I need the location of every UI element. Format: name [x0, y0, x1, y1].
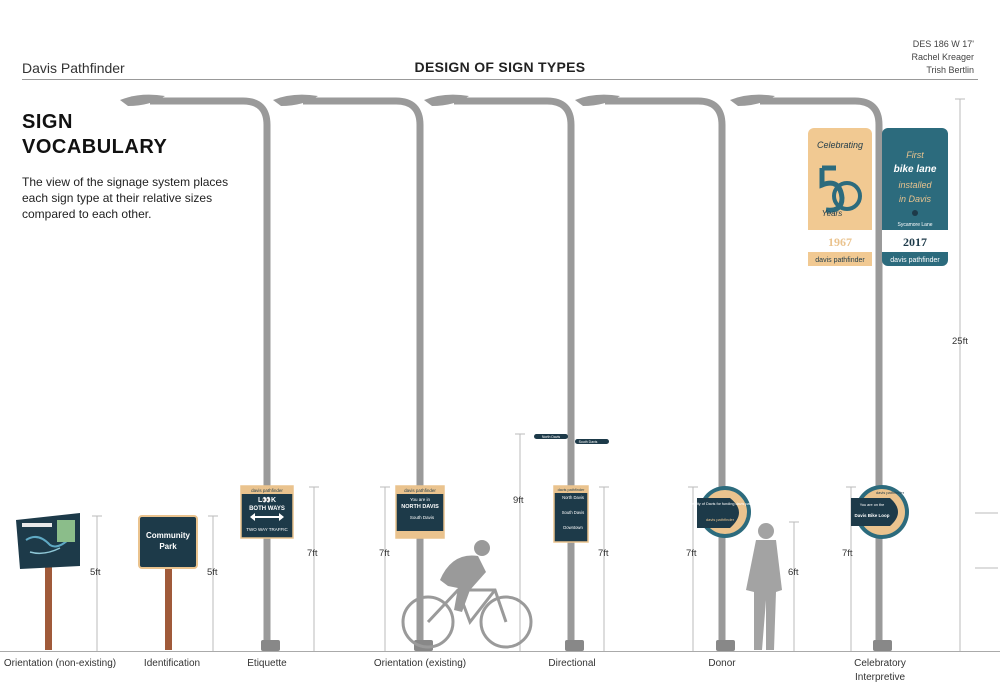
- sign-type-label: Donor: [708, 658, 736, 669]
- etiquette-sign-text: L👀K: [258, 496, 276, 504]
- header-divider: [22, 79, 978, 80]
- donor-sign: [697, 486, 751, 538]
- sign-brand: davis pathfinder: [706, 517, 735, 522]
- orientation-map-sign: [16, 513, 80, 569]
- banner-text: Years: [822, 209, 842, 218]
- street-lights: [150, 97, 883, 645]
- orientation-existing-sign: [395, 485, 445, 539]
- section-description: The view of the signage system places ea…: [22, 175, 229, 221]
- directional-sign-item: Downtown: [563, 525, 583, 530]
- sign-brand: davis pathfinder: [251, 488, 283, 493]
- lamp-head-icon: [730, 94, 775, 106]
- dimension-label: 7ft: [842, 548, 853, 559]
- sign-type-label: Orientation (non-existing): [3, 658, 117, 669]
- lamp-head-icon: [120, 94, 165, 106]
- etiquette-sign-text: TWO WAY TRAFFIC: [246, 527, 288, 532]
- sign-brand: davis pathfinder: [404, 488, 436, 493]
- person-icon: [746, 523, 782, 650]
- dimension-label: 7ft: [598, 548, 609, 559]
- identification-sign: [138, 515, 198, 569]
- course-code: DES 186 W 17': [912, 39, 974, 49]
- celebratory-sign-text: You are on the: [860, 503, 885, 507]
- identification-sign-text: Community: [146, 531, 191, 540]
- etiquette-sign: [240, 485, 294, 539]
- sign-brand: davis pathfinder: [558, 488, 586, 492]
- street-light-pole: [454, 97, 575, 645]
- credits: DES 186 W 17' Rachel Kreager Trish Bertl…: [911, 38, 974, 77]
- identification-sign-text: Park: [159, 542, 177, 551]
- banner-year: 2017: [903, 235, 927, 249]
- sign-type-label: Directional: [548, 658, 596, 669]
- ground-line: [0, 651, 1000, 652]
- celebratory-sign: [851, 485, 909, 539]
- author-name: Trish Bertlin: [926, 65, 974, 75]
- orientation-sign-text: South Davis: [410, 515, 435, 520]
- sign-post: [45, 562, 52, 650]
- dimension-label: 5ft: [207, 567, 218, 578]
- section-title-line: SIGN: [22, 111, 73, 133]
- sign-brand: davis pathfinder: [890, 257, 940, 264]
- sign-type-label: Interpretive: [854, 672, 906, 683]
- directional-sign: [553, 485, 589, 543]
- street-light-pole: [150, 97, 271, 645]
- lamp-head-icon: [273, 94, 318, 106]
- banner-text: installed: [898, 180, 932, 190]
- directional-sign-item: North Davis: [562, 495, 584, 500]
- sign-brand: davis pathfinder: [876, 490, 905, 495]
- sign-type-label: Identification: [143, 658, 201, 669]
- dimension-label: 6ft: [788, 567, 799, 578]
- dimension-label: 7ft: [379, 548, 390, 559]
- section-title: SIGN VOCABULARY: [22, 110, 167, 160]
- author-name: Rachel Kreager: [911, 52, 974, 62]
- sign-brand: davis pathfinder: [815, 257, 865, 264]
- cyclist-icon: [401, 588, 533, 649]
- banner-celebrating-50: [808, 128, 872, 266]
- sign-type-label: Orientation (existing): [373, 658, 467, 669]
- banner-text: Celebrating: [817, 140, 863, 150]
- blade-sign: [534, 434, 568, 439]
- sign-post: [165, 566, 172, 650]
- blade-sign-text: North Davis: [542, 435, 561, 439]
- dimension-label: 7ft: [307, 548, 318, 559]
- pole-bases: [261, 640, 892, 651]
- banner-year: 1967: [828, 235, 852, 249]
- lamp-heads: [120, 94, 775, 106]
- street-light-pole: [760, 97, 883, 645]
- banner-location: Sycamore Lane: [897, 222, 932, 228]
- blade-sign: [575, 439, 609, 444]
- sign-type-label: Celebratory: [854, 658, 906, 669]
- sign-type-label: Etiquette: [247, 658, 287, 669]
- page-title: DESIGN OF SIGN TYPES: [414, 59, 586, 75]
- cyclist-body: [440, 540, 490, 612]
- banner-text: First: [906, 150, 924, 160]
- donor-sign-text: Thank you to the city of Davis for fundi…: [666, 502, 763, 506]
- banner-text: bike lane: [894, 164, 937, 175]
- dimension-lines: [92, 98, 998, 651]
- dimension-label: 5ft: [90, 567, 101, 578]
- orientation-sign-text: NORTH DAVIS: [401, 504, 439, 510]
- banner-first-bike-lane: [882, 128, 948, 266]
- banner-text: in Davis: [899, 194, 932, 204]
- lamp-head-icon: [424, 94, 469, 106]
- dimension-label: 25ft: [952, 336, 968, 347]
- dimension-label: 9ft: [513, 495, 524, 506]
- blade-sign-text: South Davis: [579, 440, 598, 444]
- orientation-sign-text: You are in: [410, 497, 431, 502]
- section-title-line: VOCABULARY: [22, 136, 168, 158]
- street-light-pole: [605, 97, 726, 645]
- lamp-head-icon: [575, 94, 620, 106]
- directional-sign-item: South Davis: [562, 510, 585, 515]
- street-light-pole: [303, 97, 424, 645]
- dimension-label: 7ft: [686, 548, 697, 559]
- celebratory-sign-text: Davis Bike Loop: [854, 513, 889, 518]
- etiquette-sign-text: BOTH WAYS: [249, 506, 285, 512]
- brand-name: Davis Pathfinder: [22, 60, 125, 76]
